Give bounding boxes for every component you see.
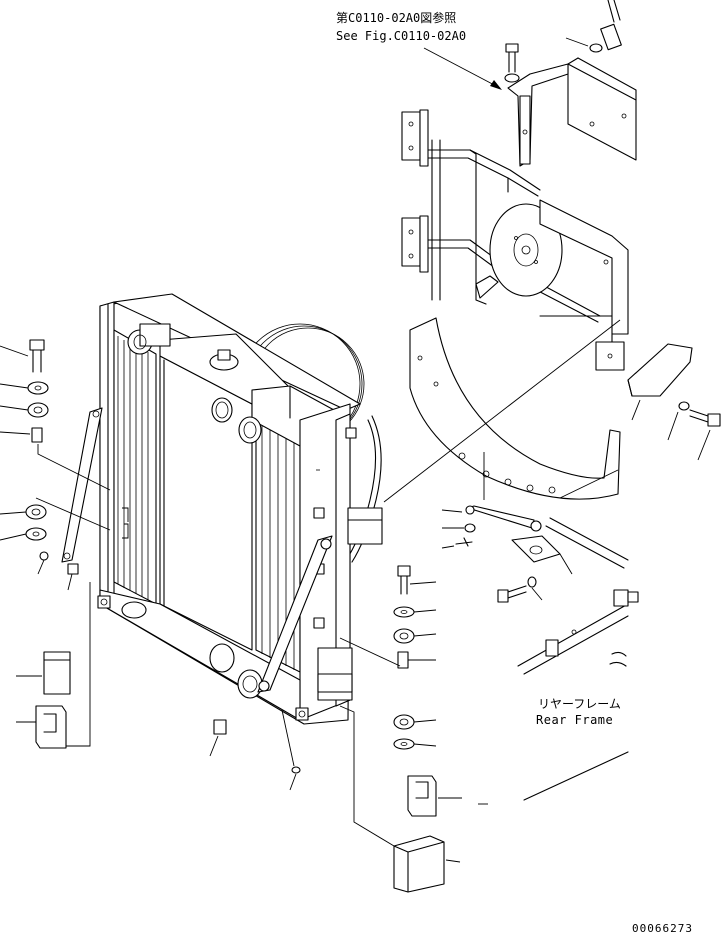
fan-guard-panel xyxy=(409,317,621,500)
cushion-left-1 xyxy=(27,402,49,418)
washer-left-1 xyxy=(27,381,49,395)
rubber-block-right xyxy=(393,835,445,893)
cushion-right-1 xyxy=(393,628,415,644)
washer-left-3 xyxy=(39,551,49,561)
washer-right-2 xyxy=(393,738,415,750)
drawing-number: 00066273 xyxy=(632,922,693,935)
nut-bottom xyxy=(213,719,227,735)
bolt-top-center xyxy=(504,43,520,83)
clip-block-left xyxy=(35,705,67,749)
rear-frame xyxy=(517,517,639,801)
bolt-top-right xyxy=(600,0,622,51)
reference-en-label: See Fig.C0110-02A0 xyxy=(336,29,466,43)
clip-block-right xyxy=(407,775,437,817)
washer-left-2 xyxy=(25,527,47,541)
pin-bracket xyxy=(511,535,561,563)
bolt-wedge xyxy=(689,409,721,427)
washer-frame xyxy=(527,576,537,588)
reference-arrow xyxy=(423,47,502,90)
reference-jp-label: 第C0110-02A0図参照 xyxy=(336,10,456,25)
bolt-left xyxy=(29,339,45,373)
support-stay-right xyxy=(257,535,333,693)
cushion-right-2 xyxy=(393,714,415,730)
rear-frame-en-label: Rear Frame xyxy=(536,713,613,727)
washer-wedge xyxy=(678,401,690,411)
collar-left xyxy=(31,427,43,443)
bolt-right xyxy=(397,565,411,595)
cushion-left-2 xyxy=(25,504,47,520)
rubber-block-left xyxy=(43,651,71,695)
support-stay-left xyxy=(61,407,103,563)
washer-top-right xyxy=(589,43,603,53)
washer-link xyxy=(464,523,476,533)
cotter-pin xyxy=(455,537,473,547)
rear-frame-jp-label: リヤーフレーム xyxy=(538,697,621,711)
bolt-frame xyxy=(497,585,527,603)
radiator-assembly xyxy=(97,293,383,725)
link-rod xyxy=(465,505,542,532)
washer-right-1 xyxy=(393,606,415,618)
core-fins xyxy=(117,336,149,600)
nut-left xyxy=(67,563,79,575)
washer-bottom xyxy=(291,766,301,774)
fan-shroud-frame xyxy=(401,57,637,371)
wedge-bracket xyxy=(627,343,693,397)
